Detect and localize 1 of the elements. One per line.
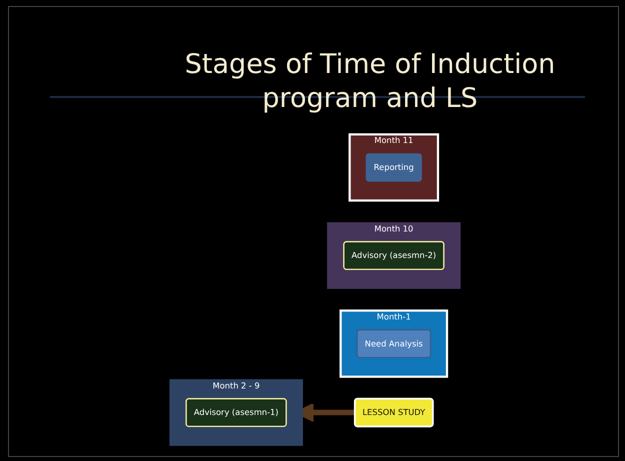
slide-title: Stages of Time of Induction program and LS (184, 48, 556, 116)
